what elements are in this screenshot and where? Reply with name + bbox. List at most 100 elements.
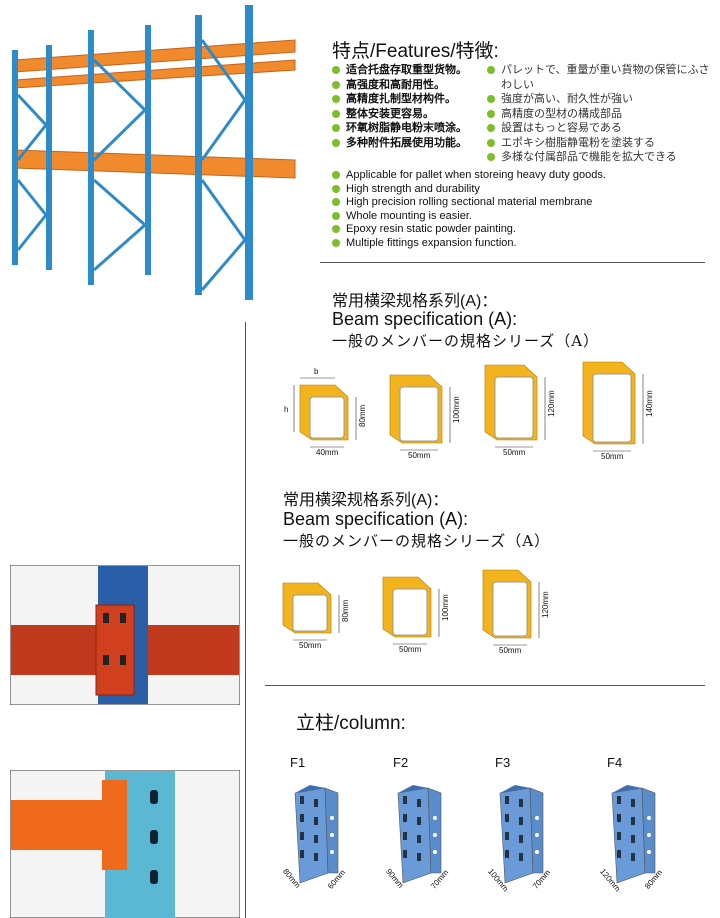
- beam1-title-zh: 常用横梁规格系列(A)：: [332, 293, 498, 310]
- beam2-title-en: Beam specification (A):: [283, 509, 469, 529]
- beam-height-label: 80mm: [358, 404, 367, 427]
- list-item: 設置はもっと容易である: [487, 121, 712, 136]
- feature-ja: 高精度の型材の構成部品: [501, 106, 622, 120]
- list-item: 环氧树脂静电粉末喷涂。: [332, 121, 467, 136]
- bullet-icon: [332, 171, 340, 179]
- list-item: 多様な付属部品で機能を拡大できる: [487, 150, 712, 165]
- beam-width-label: 50mm: [503, 448, 526, 457]
- bullet-icon: [332, 138, 340, 147]
- beam1-title-en: Beam specification (A):: [332, 309, 518, 329]
- beam-h-label: h: [284, 404, 289, 414]
- features-en-list: Applicable for pallet when storeing heav…: [332, 169, 606, 250]
- beam-profile-drawing: [389, 374, 451, 451]
- list-item: 适合托盘存取重型货物。: [332, 63, 467, 78]
- list-item: エポキシ樹脂静電粉を塗装する: [487, 136, 712, 151]
- features-zh-list: 适合托盘存取重型货物。 高强度和高耐用性。 高精度扎制型材构件。 整体安装更容易…: [332, 63, 467, 150]
- beam-width-label: 50mm: [408, 451, 431, 460]
- bullet-icon: [487, 95, 495, 103]
- beam-profile-drawing: [582, 361, 644, 452]
- column-drawing: [290, 773, 360, 898]
- beam-profile-drawing: [382, 576, 440, 645]
- beam-profile: 120mm 50mm: [475, 565, 568, 680]
- feature-en: Applicable for pallet when storeing heav…: [346, 169, 606, 181]
- feature-zh: 高精度扎制型材构件。: [346, 93, 456, 105]
- beam-profile-drawing: [293, 377, 357, 448]
- feature-en: Whole mounting is easier.: [346, 209, 472, 222]
- beam-b-label: b: [314, 367, 319, 376]
- bullet-icon: [332, 95, 340, 103]
- bullet-icon: [487, 153, 495, 161]
- column-drawing: [607, 773, 677, 898]
- feature-ja: 多様な付属部品で機能を拡大できる: [501, 150, 677, 163]
- column-name: F1: [290, 755, 306, 770]
- list-item: パレットで、重量が重い貨物の保管にふさわしい: [487, 63, 712, 92]
- column-name: F4: [607, 755, 623, 770]
- beam2-title-zh: 常用横梁规格系列(A)：: [283, 492, 449, 509]
- list-item: 高强度和高耐用性。: [332, 78, 467, 93]
- beam-width-label: 50mm: [601, 452, 624, 461]
- list-item: Whole mounting is easier.: [332, 210, 606, 224]
- divider: [245, 322, 246, 918]
- bullet-icon: [332, 66, 340, 74]
- column-title: 立柱/column:: [296, 713, 406, 734]
- beam-height-label: 100mm: [452, 396, 461, 423]
- feature-zh: 适合托盘存取重型货物。: [346, 64, 467, 76]
- list-item: High strength and durability: [332, 183, 606, 197]
- beam-profile-drawing: [484, 364, 546, 448]
- list-item: Epoxy resin static powder painting.: [332, 223, 606, 237]
- beam-profile: 100mm 50mm: [375, 565, 468, 680]
- bullet-icon: [332, 211, 340, 220]
- beam-connector-photo: [10, 565, 240, 705]
- feature-ja: エポキシ樹脂静電粉を塗装する: [501, 135, 655, 149]
- list-item: 多种附件拓展使用功能。: [332, 136, 467, 151]
- beam-profile-drawing: [482, 569, 540, 646]
- bullet-icon: [332, 198, 340, 206]
- feature-zh: 多种附件拓展使用功能。: [346, 136, 467, 149]
- list-item: 高精度扎制型材构件。: [332, 92, 467, 107]
- beam-height-label: 120mm: [541, 591, 550, 618]
- feature-zh: 整体安装更容易。: [346, 107, 434, 120]
- pallet-rack-image: [12, 5, 296, 300]
- list-item: 強度が高い、耐久性が強い: [487, 92, 712, 107]
- bullet-icon: [332, 109, 340, 118]
- features-ja-list: パレットで、重量が重い貨物の保管にふさわしい 強度が高い、耐久性が強い 高精度の…: [487, 63, 712, 165]
- bullet-icon: [332, 80, 340, 89]
- beam-profile-drawing: [282, 582, 340, 641]
- column-drawing: [495, 773, 565, 898]
- bullet-icon: [487, 66, 495, 74]
- column-drawing: [393, 773, 463, 898]
- column-name: F3: [495, 755, 511, 770]
- beam-width-label: 50mm: [399, 645, 422, 654]
- beam-width-label: 40mm: [316, 448, 339, 457]
- list-item: 高精度の型材の構成部品: [487, 107, 712, 122]
- feature-en: Epoxy resin static powder painting.: [346, 223, 516, 235]
- feature-en: High strength and durability: [346, 182, 480, 195]
- features-title: 特点/Features/特徴:: [332, 41, 499, 62]
- feature-en: High precision rolling sectional materia…: [346, 196, 593, 208]
- beam-height-label: 120mm: [547, 389, 556, 417]
- feature-ja: パレットで、重量が重い貨物の保管にふさわしい: [501, 63, 710, 91]
- divider: [320, 262, 705, 263]
- feature-en: Multiple fittings expansion function.: [346, 236, 517, 249]
- list-item: Applicable for pallet when storeing heav…: [332, 169, 606, 183]
- beam-height-label: 100mm: [441, 594, 450, 621]
- bullet-icon: [332, 238, 340, 247]
- bullet-icon: [332, 124, 340, 132]
- beam-width-label: 50mm: [499, 646, 522, 655]
- beam2-title-ja: 一般のメンバーの規格シリーズ（A）: [283, 532, 551, 550]
- column-name: F2: [393, 755, 409, 770]
- beam-width-label: 50mm: [299, 641, 322, 650]
- beam1-title-ja: 一般のメンバーの規格シリーズ（A）: [332, 332, 600, 350]
- feature-zh: 环氧树脂静电粉末喷涂。: [346, 122, 467, 134]
- feature-ja: 強度が高い、耐久性が強い: [501, 92, 633, 105]
- beam-profile: 120mm 50mm: [477, 360, 574, 475]
- feature-zh: 高强度和高耐用性。: [346, 78, 445, 91]
